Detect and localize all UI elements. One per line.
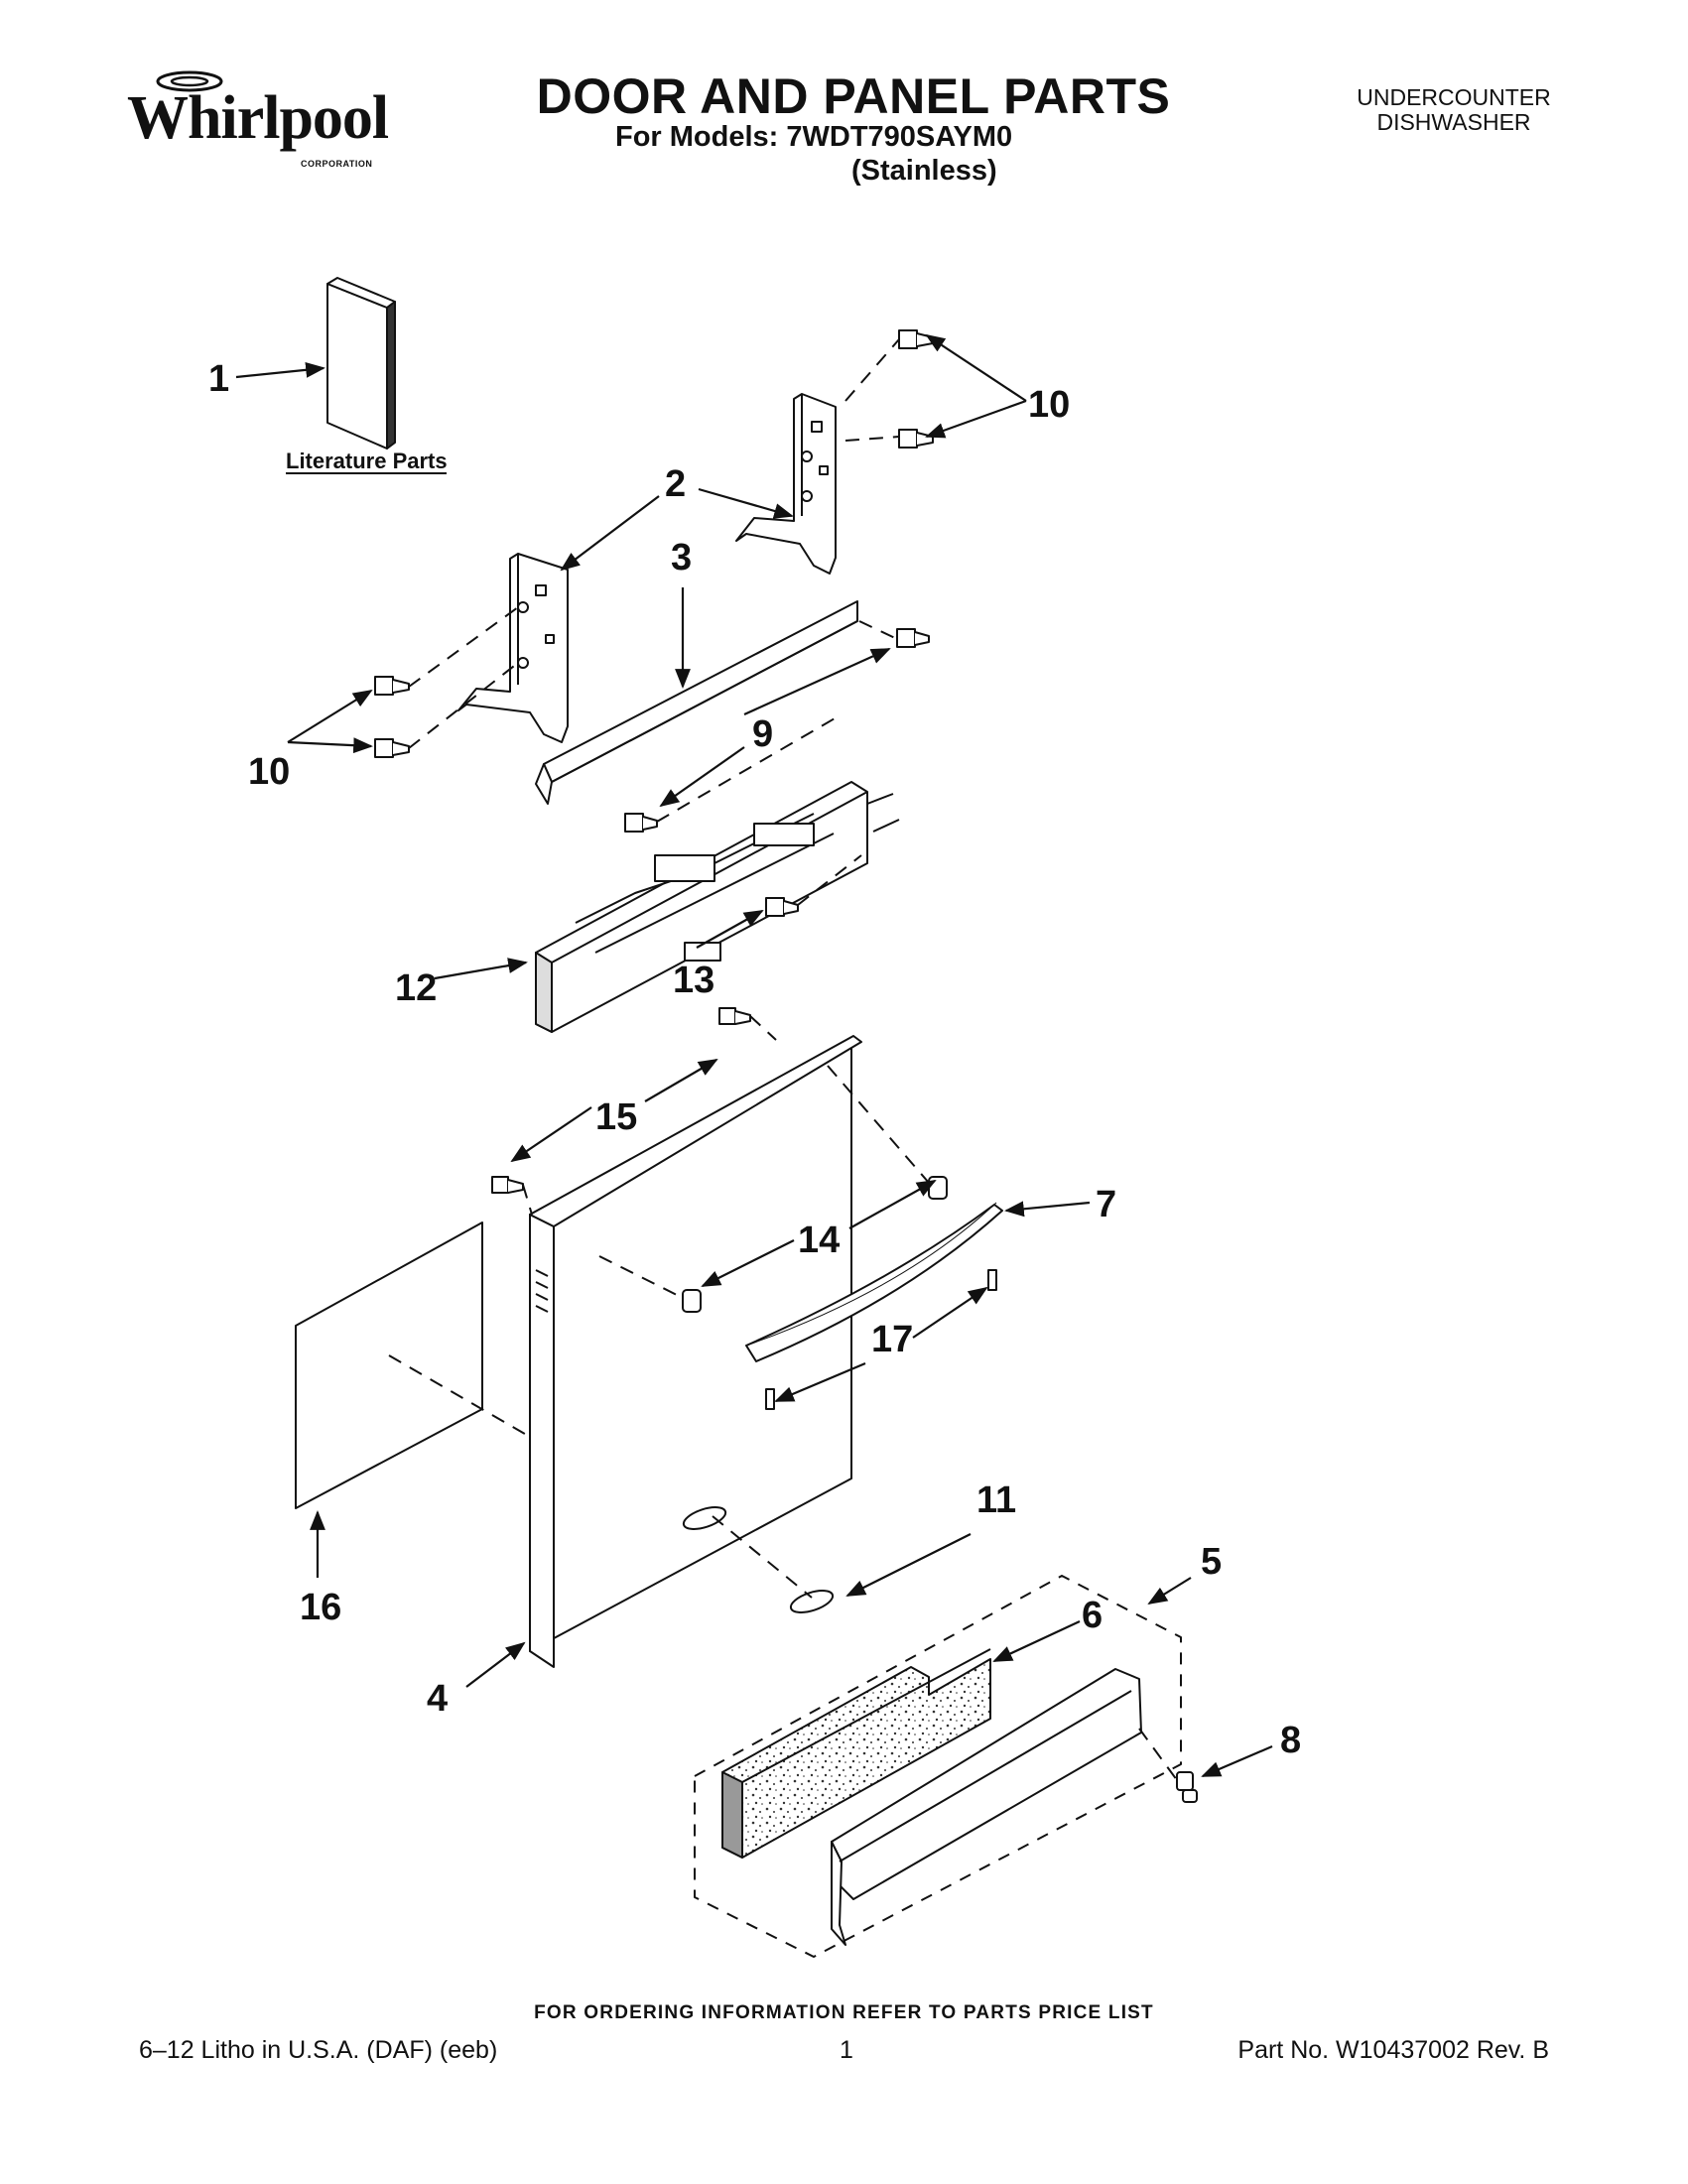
assembly-guide-lines xyxy=(388,338,1178,1781)
callout-13: 13 xyxy=(673,960,714,1001)
panel-screw xyxy=(491,1007,751,1194)
callout-3: 3 xyxy=(671,537,692,578)
callout-14: 14 xyxy=(798,1220,840,1261)
page-title: DOOR AND PANEL PARTS xyxy=(536,68,1171,124)
callout-2: 2 xyxy=(665,463,686,505)
callout-10-right: 10 xyxy=(1028,384,1070,426)
appliance-type-line2: DISHWASHER xyxy=(1376,109,1531,135)
callout-1: 1 xyxy=(208,358,229,400)
callout-15: 15 xyxy=(595,1096,637,1138)
page-footer: 6–12 Litho in U.S.A. (DAF) (eeb) 1 Part … xyxy=(0,2036,1688,2076)
kickplate-screw xyxy=(1176,1771,1198,1803)
door-handle xyxy=(745,1202,1003,1362)
insulation-sheet xyxy=(295,1221,483,1509)
callout-5: 5 xyxy=(1201,1541,1222,1583)
toe-panel-insulation xyxy=(721,1648,991,1859)
exploded-parts-diagram: 1 2 3 10 10 9 12 13 15 7 14 17 11 16 5 6… xyxy=(208,277,1301,1958)
door-top-channel xyxy=(535,600,858,805)
print-info: 6–12 Litho in U.S.A. (DAF) (eeb) xyxy=(139,2036,498,2064)
channel-screw xyxy=(624,628,930,833)
callout-11: 11 xyxy=(976,1479,1016,1521)
console-screw xyxy=(765,897,799,917)
logo-swirl-icon xyxy=(156,70,223,92)
finish-variant: (Stainless) xyxy=(851,155,997,187)
appliance-type: UNDERCOUNTER DISHWASHER xyxy=(1290,85,1618,135)
panel-vent-slots xyxy=(535,1269,549,1313)
callout-7: 7 xyxy=(1096,1184,1116,1225)
appliance-type-line1: UNDERCOUNTER xyxy=(1357,84,1551,110)
kickplate-assembly-outline xyxy=(694,1575,1182,1958)
callout-6: 6 xyxy=(1082,1595,1103,1636)
callout-4: 4 xyxy=(427,1678,448,1720)
part-number: Part No. W10437002 Rev. B xyxy=(1237,2036,1549,2064)
ordering-note: FOR ORDERING INFORMATION REFER TO PARTS … xyxy=(534,2002,1154,2023)
outer-door-panel xyxy=(529,1035,862,1668)
brand-logo: Whirlpool CORPORATION xyxy=(127,62,395,171)
hinge-bracket-right xyxy=(735,393,837,575)
page-header: Whirlpool CORPORATION DOOR AND PANEL PAR… xyxy=(0,0,1688,198)
callout-arrows xyxy=(235,333,1273,1778)
logo-badge xyxy=(682,1506,835,1613)
brand-subtitle: CORPORATION xyxy=(301,159,373,169)
hinge-bracket-left xyxy=(457,553,569,743)
access-panel xyxy=(831,1668,1142,1946)
callout-12: 12 xyxy=(395,967,437,1009)
page-number: 1 xyxy=(840,2036,853,2064)
control-console-assembly xyxy=(535,781,900,1033)
callout-17: 17 xyxy=(871,1319,913,1360)
brand-name: Whirlpool xyxy=(127,84,389,152)
literature-parts-label: Literature Parts xyxy=(286,449,448,473)
callout-10-left: 10 xyxy=(248,751,290,793)
callout-9: 9 xyxy=(752,713,773,755)
literature-booklet xyxy=(326,277,396,450)
hinge-screw xyxy=(374,329,934,758)
callout-16: 16 xyxy=(300,1587,341,1628)
handle-set-screw xyxy=(765,1269,997,1410)
callout-8: 8 xyxy=(1280,1720,1301,1761)
model-number: For Models: 7WDT790SAYM0 xyxy=(615,121,1013,153)
